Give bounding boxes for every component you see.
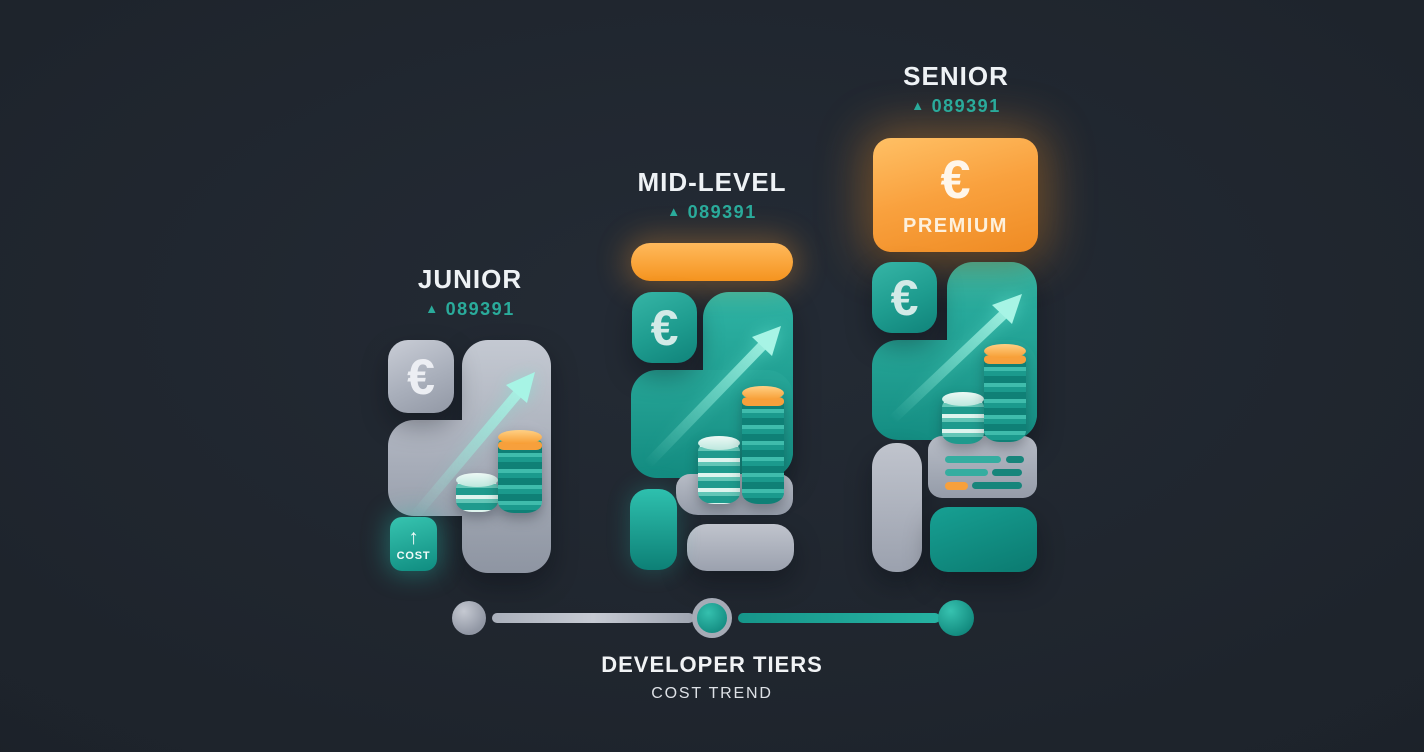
coin-orange-band [498, 441, 542, 450]
junior-trend-arrow-icon [408, 372, 535, 523]
junior-coin-stack-tall [498, 430, 542, 513]
coin-stack-top [698, 436, 740, 450]
junior-currency-tile: € [388, 340, 454, 413]
euro-icon: € [407, 348, 435, 405]
trend-up-triangle-icon: ▲ [667, 203, 682, 219]
tier-change-value: 089391 [445, 298, 515, 319]
coin-stack-body [942, 399, 984, 444]
page-title: DEVELOPER TIERS [601, 652, 823, 677]
slider-dot-mid-level[interactable] [692, 598, 732, 638]
senior-trend-arrow-icon [887, 294, 1022, 425]
up-arrow-icon: ↑ [408, 525, 419, 549]
mid-level-footer-tile [687, 524, 794, 571]
mid-level-highlight-bar [631, 243, 793, 281]
stat-bar [945, 456, 1001, 463]
tier-title-mid-level: MID-LEVEL [637, 167, 787, 197]
tier-header-junior: JUNIOR ▲ 089391 [350, 265, 590, 320]
euro-icon: € [890, 269, 919, 326]
tier-value-senior: ▲ 089391 [836, 96, 1076, 117]
senior-currency-tile: € [872, 262, 937, 333]
coin-stack-top [742, 386, 784, 400]
mid-level-coin-stack-small [698, 436, 740, 504]
senior-coin-stack-small [942, 392, 984, 444]
slider-track-right[interactable] [738, 613, 940, 623]
coin-stack-top [498, 430, 542, 444]
coin-stack-body [984, 351, 1026, 442]
tier-value-junior: ▲ 089391 [350, 299, 590, 320]
tier-change-value: 089391 [687, 201, 757, 222]
trend-up-triangle-icon: ▲ [911, 97, 926, 113]
tier-header-senior: SENIOR ▲ 089391 [836, 62, 1076, 117]
mid-level-coin-stack-tall [742, 386, 784, 504]
tier-title-senior: SENIOR [903, 61, 1009, 91]
footer: DEVELOPER TIERS COST TREND [462, 652, 962, 703]
slider-dot-senior[interactable] [938, 600, 974, 636]
tier-header-mid-level: MID-LEVEL ▲ 089391 [592, 168, 832, 223]
stat-bar [972, 482, 1022, 489]
stat-bar [945, 469, 988, 476]
slider-dot-junior[interactable] [452, 601, 486, 635]
slider-track-left[interactable] [492, 613, 694, 623]
mid-level-trend-arrow-icon [642, 326, 781, 470]
coin-stack-top [456, 473, 498, 487]
coin-stack-top [942, 392, 984, 406]
junior-coin-stack-small [456, 473, 498, 512]
coin-orange-band [742, 397, 784, 406]
coin-orange-band [984, 355, 1026, 364]
cost-badge-label: COST [396, 549, 431, 562]
coin-stack-top [984, 344, 1026, 358]
tier-title-junior: JUNIOR [417, 264, 523, 294]
senior-footer-tile [930, 507, 1037, 572]
senior-side-tile [872, 443, 922, 572]
mid-level-accent-tile [630, 489, 677, 570]
premium-card-label: PREMIUM [903, 214, 1008, 237]
coin-stack-body [742, 393, 784, 504]
stat-bar [1006, 456, 1024, 463]
senior-coin-stack-tall [984, 344, 1026, 442]
junior-cost-badge: ↑ COST [390, 517, 437, 571]
stat-bar [992, 469, 1022, 476]
tier-value-mid-level: ▲ 089391 [592, 202, 832, 223]
page-subtitle: COST TREND [651, 685, 773, 702]
senior-premium-card: € PREMIUM [873, 138, 1038, 252]
euro-icon: € [650, 299, 679, 356]
trend-up-triangle-icon: ▲ [425, 300, 440, 316]
stat-bar [945, 482, 968, 490]
tier-change-value: 089391 [931, 95, 1001, 116]
mid-level-currency-tile: € [632, 292, 697, 363]
coin-stack-body [698, 443, 740, 504]
euro-icon: € [940, 149, 971, 210]
